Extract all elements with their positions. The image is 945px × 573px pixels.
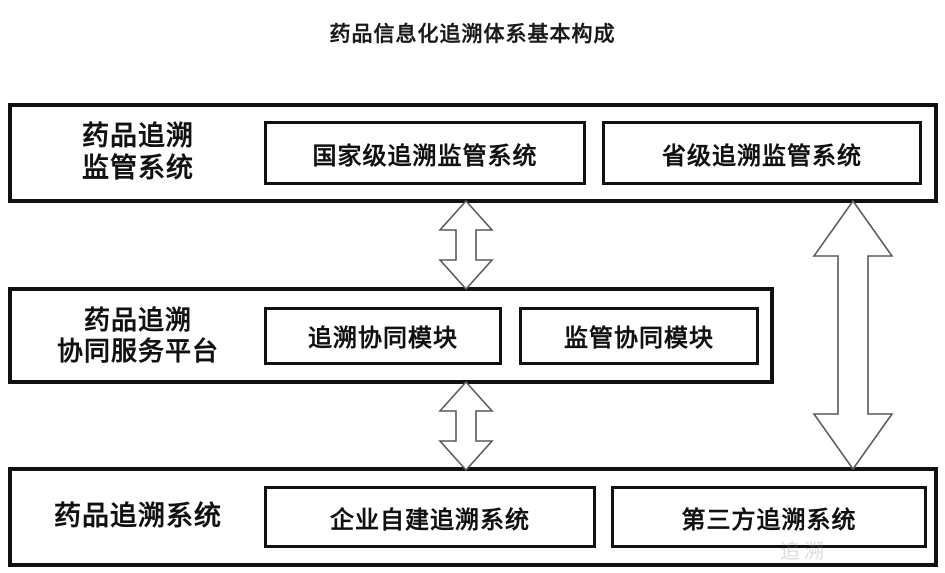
tier-label-trace-systems: 药品追溯系统 <box>54 501 222 532</box>
tier-label-supervision: 药品追溯 监管系统 <box>82 121 194 183</box>
tier-label-collaboration-platform: 药品追溯 协同服务平台 <box>56 304 219 366</box>
double-arrow-icon-collaboration-trace <box>438 381 494 471</box>
double-arrow-icon-supervision-trace <box>812 200 894 470</box>
node-row-collaboration: 追溯协同模块 监管协同模块 <box>264 291 770 380</box>
node-national-supervision-system[interactable]: 国家级追溯监管系统 <box>264 121 586 185</box>
tier-supervision: 药品追溯 监管系统 国家级追溯监管系统 省级追溯监管系统 <box>8 103 938 203</box>
node-row-trace-systems: 企业自建追溯系统 第三方追溯系统 <box>264 471 934 563</box>
node-trace-collaboration-module[interactable]: 追溯协同模块 <box>264 306 502 365</box>
node-row-supervision: 国家级追溯监管系统 省级追溯监管系统 <box>264 107 934 199</box>
node-enterprise-self-built-trace-system[interactable]: 企业自建追溯系统 <box>264 486 596 548</box>
node-supervision-collaboration-module[interactable]: 监管协同模块 <box>519 306 759 365</box>
tier-collaboration-platform: 药品追溯 协同服务平台 追溯协同模块 监管协同模块 <box>8 287 774 384</box>
double-arrow-icon-supervision-collaboration <box>438 200 494 290</box>
node-provincial-supervision-system[interactable]: 省级追溯监管系统 <box>602 121 922 185</box>
tier-trace-systems: 药品追溯系统 企业自建追溯系统 第三方追溯系统 <box>8 467 938 567</box>
page-title: 药品信息化追溯体系基本构成 <box>329 23 616 46</box>
node-third-party-trace-system[interactable]: 第三方追溯系统 <box>611 486 927 548</box>
